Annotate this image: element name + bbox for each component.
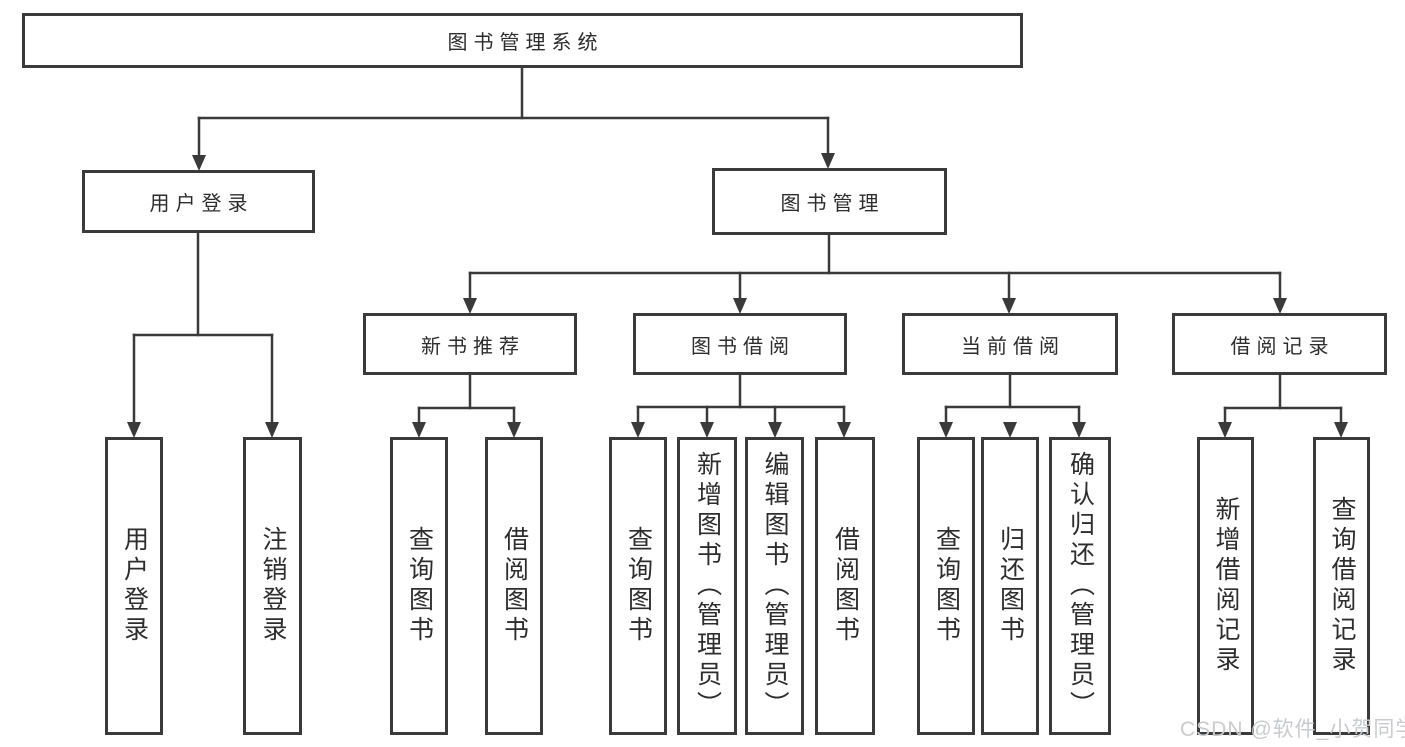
node-borrowing-records: 借阅记录 xyxy=(1172,313,1387,375)
leaf-current-confirm-return-admin-label: 确认归还（管理员） xyxy=(1066,451,1095,721)
node-book-management-label: 图书管理 xyxy=(780,193,885,215)
leaf-recommend-borrow-books: 借阅图书 xyxy=(485,437,543,735)
node-current-borrowing: 当前借阅 xyxy=(902,313,1118,375)
leaf-current-return-books: 归还图书 xyxy=(981,437,1039,735)
leaf-borrow-add-books-admin-label: 新增图书（管理员） xyxy=(693,451,722,721)
leaf-user-login: 用户登录 xyxy=(105,437,163,735)
leaf-current-query-books-label: 查询图书 xyxy=(932,526,961,646)
leaf-borrow-add-books-admin: 新增图书（管理员） xyxy=(677,437,737,735)
node-book-borrowing: 图书借阅 xyxy=(633,313,847,375)
leaf-recommend-query-books: 查询图书 xyxy=(390,437,448,735)
node-root: 图书管理系统 xyxy=(22,13,1023,68)
csdn-watermark: CSDN @软件_小贺同学 xyxy=(1180,718,1405,741)
node-borrowing-records-label: 借阅记录 xyxy=(1230,335,1335,358)
leaf-recommend-borrow-books-label: 借阅图书 xyxy=(500,526,529,646)
leaf-current-return-books-label: 归还图书 xyxy=(996,526,1025,646)
node-book-management: 图书管理 xyxy=(712,168,947,235)
node-new-book-recommendation: 新书推荐 xyxy=(363,313,577,375)
leaf-borrow-borrow-books: 借阅图书 xyxy=(815,437,875,735)
leaf-user-login-label: 用户登录 xyxy=(120,526,149,646)
node-new-book-recommendation-label: 新书推荐 xyxy=(421,335,525,358)
leaf-records-query-borrow-record: 查询借阅记录 xyxy=(1313,437,1370,735)
leaf-records-add-borrow-record: 新增借阅记录 xyxy=(1197,437,1254,735)
leaf-borrow-query-books: 查询图书 xyxy=(609,437,667,735)
leaf-borrow-query-books-label: 查询图书 xyxy=(624,526,653,646)
leaf-records-query-borrow-record-label: 查询借阅记录 xyxy=(1328,496,1356,676)
leaf-logout: 注销登录 xyxy=(243,437,302,735)
node-user-login-label: 用户登录 xyxy=(149,193,254,215)
leaf-borrow-borrow-books-label: 借阅图书 xyxy=(831,526,860,646)
leaf-current-confirm-return-admin: 确认归还（管理员） xyxy=(1049,437,1111,735)
leaf-current-query-books: 查询图书 xyxy=(917,437,975,735)
leaf-borrow-edit-books-admin-label: 编辑图书（管理员） xyxy=(761,451,789,721)
leaf-borrow-edit-books-admin: 编辑图书（管理员） xyxy=(745,437,804,735)
leaf-logout-label: 注销登录 xyxy=(259,526,287,646)
node-root-label: 图书管理系统 xyxy=(447,32,604,54)
node-current-borrowing-label: 当前借阅 xyxy=(961,335,1065,358)
leaf-records-add-borrow-record-label: 新增借阅记录 xyxy=(1212,496,1240,676)
node-book-borrowing-label: 图书借阅 xyxy=(691,335,795,358)
leaf-recommend-query-books-label: 查询图书 xyxy=(405,526,434,646)
node-user-login: 用户登录 xyxy=(82,170,315,233)
